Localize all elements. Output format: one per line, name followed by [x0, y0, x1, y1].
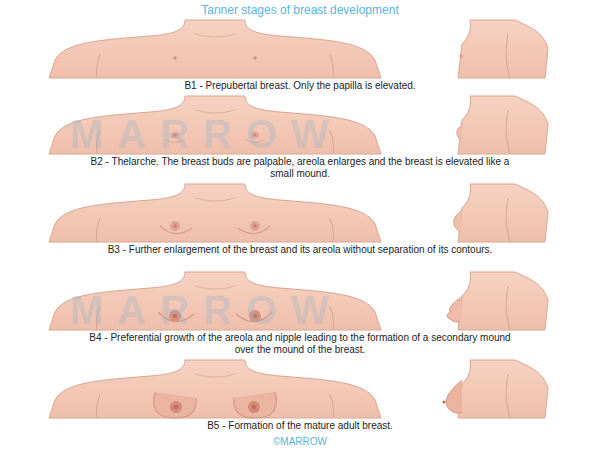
watermark: MARROW: [70, 112, 343, 157]
stage-caption: B3 - Further enlargement of the breast a…: [85, 244, 515, 256]
stage-caption: B2 - Thelarche. The breast buds are palp…: [85, 156, 515, 180]
stage-caption: B4 - Preferential growth of the areola a…: [85, 332, 515, 356]
stage-caption: B1 - Prepubertal breast. Only the papill…: [85, 80, 515, 92]
stage-b3-figure: [49, 184, 548, 242]
stage-b1-figure: [49, 20, 548, 78]
stage-b5-figure: [49, 360, 548, 418]
stage-caption: B5 - Formation of the mature adult breas…: [85, 420, 515, 432]
diagram-title: Tanner stages of breast development: [100, 3, 500, 17]
copyright-note: ©MARROW: [200, 436, 400, 447]
watermark: MARROW: [70, 288, 343, 333]
